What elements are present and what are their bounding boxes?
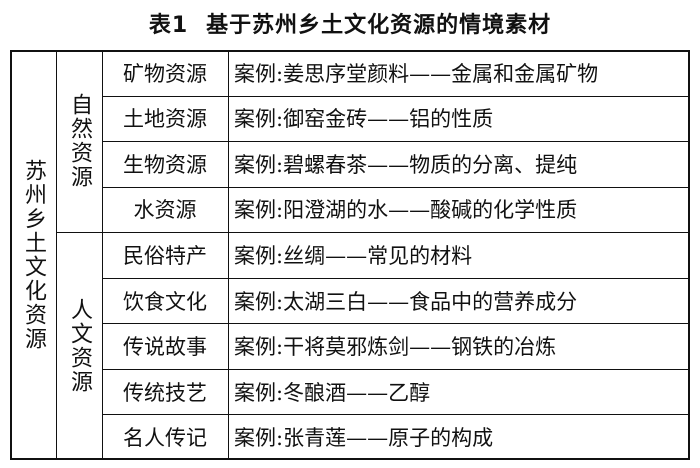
table-border-top — [10, 50, 690, 52]
table-caption: 基于苏州乡土文化资源的情境素材 — [206, 13, 552, 38]
case-example-cell: 案例:御窑金砖——铝的性质 — [234, 107, 494, 132]
resource-category-cell: 土地资源 — [123, 107, 207, 132]
resource-category-cell: 民俗特产 — [123, 243, 207, 268]
group-divider — [56, 232, 690, 234]
resource-category-cell: 饮食文化 — [123, 289, 207, 314]
row-divider — [102, 141, 690, 143]
row-divider — [102, 368, 690, 370]
column-divider — [56, 50, 57, 460]
table-number: 表1 — [148, 13, 189, 38]
table-title: 表1 基于苏州乡土文化资源的情境素材 — [0, 6, 700, 40]
case-example-cell: 案例:干将莫邪炼剑——钢铁的冶炼 — [234, 335, 557, 360]
case-example-cell: 案例:太湖三白——食品中的营养成分 — [234, 289, 578, 314]
row-divider — [102, 414, 690, 416]
resource-table: 苏州乡土文化资源自然资源人文资源 矿物资源 案例:姜思序堂颜料——金属和金属矿物土地… — [10, 50, 690, 460]
column-divider — [102, 50, 103, 460]
root-category-label: 苏州乡土文化资源 — [21, 159, 46, 351]
row-divider — [102, 277, 690, 279]
group-label-natural: 自然资源 — [67, 93, 92, 190]
table-border-bottom — [10, 458, 690, 460]
case-example-cell: 案例:冬酿酒——乙醇 — [234, 380, 431, 405]
group-label-cultural: 人文资源 — [67, 298, 92, 395]
resource-category-cell: 名人传记 — [123, 426, 207, 451]
row-divider — [102, 186, 690, 188]
case-example-cell: 案例:张青莲——原子的构成 — [234, 426, 494, 451]
row-divider — [102, 323, 690, 325]
case-example-cell: 案例:碧螺春茶——物质的分离、提纯 — [234, 152, 578, 177]
case-example-cell: 案例:阳澄湖的水——酸碱的化学性质 — [234, 198, 578, 223]
case-example-cell: 案例:丝绸——常见的材料 — [234, 243, 473, 268]
resource-category-cell: 矿物资源 — [123, 61, 207, 86]
column-divider — [228, 50, 229, 460]
resource-category-cell: 生物资源 — [123, 152, 207, 177]
resource-category-cell: 传统技艺 — [123, 380, 207, 405]
case-example-cell: 案例:姜思序堂颜料——金属和金属矿物 — [234, 61, 599, 86]
table-border-right — [688, 50, 690, 460]
table-border-left — [10, 50, 12, 460]
resource-category-cell: 传说故事 — [123, 335, 207, 360]
resource-category-cell: 水资源 — [133, 198, 197, 223]
row-divider — [102, 95, 690, 97]
